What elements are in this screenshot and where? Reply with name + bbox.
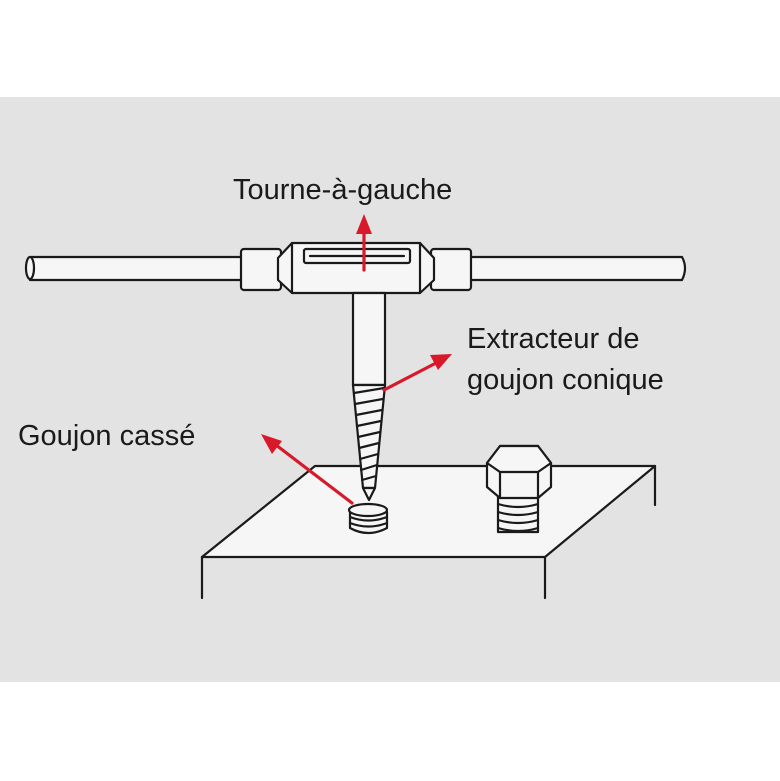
stud-thread-2 [348,521,389,528]
extractor-flute-7 [358,452,380,461]
hex-bolt [485,444,553,534]
extractor-flute-6 [357,441,381,450]
wrench-right-bar [468,255,687,282]
stud-top [347,502,389,518]
arrow-extractor-head [430,354,452,370]
label-tap-wrench: Tourne-à-gauche [233,174,452,206]
extractor-flute-1 [352,386,386,395]
extractor-shank [351,291,387,387]
stud-body [348,510,389,535]
label-extractor-line2: goujon conique [467,364,664,396]
extractor-flute-3 [354,408,384,417]
extractor-flute-5 [356,430,382,439]
wrench-right-collar [429,247,473,292]
bolt-thread-4 [496,526,540,533]
diagram-svg: Tourne-à-gauche Extracteur de goujon con… [18,174,687,600]
wrench-left-collar [239,247,283,292]
arrow-extractor [382,354,452,392]
bolt-thread-1 [496,502,540,509]
stud-thread-1 [348,515,389,522]
broken-stud [347,502,389,535]
extractor-flute-4 [355,419,383,428]
diagram-canvas: Tourne-à-gauche Extracteur de goujon con… [0,97,780,682]
label-extractor-line1: Extracteur de [467,323,639,355]
extractor-flute-2 [353,397,385,406]
bolt-thread-2 [496,510,540,517]
wrench-left-bar [25,255,245,282]
extractor-tip [361,486,377,502]
bolt-thread-3 [496,518,540,525]
extractor-flute-9 [360,474,378,482]
arrow-extractor-shaft [382,361,438,392]
extractor-flute-8 [359,463,379,472]
arrow-broken-stud [261,434,354,505]
arrow-tap-wrench-head [356,214,372,234]
arrow-broken-stud-head [261,434,282,454]
work-block [200,464,657,600]
extractor [351,291,387,502]
bolt-head-top [485,444,553,474]
block-top-face [200,464,657,559]
wrench-left-bar-end [24,255,36,281]
label-broken-stud: Goujon cassé [18,420,195,452]
arrow-tap-wrench [356,214,372,272]
tap-wrench [24,241,687,295]
arrow-broken-stud-shaft [274,443,354,505]
